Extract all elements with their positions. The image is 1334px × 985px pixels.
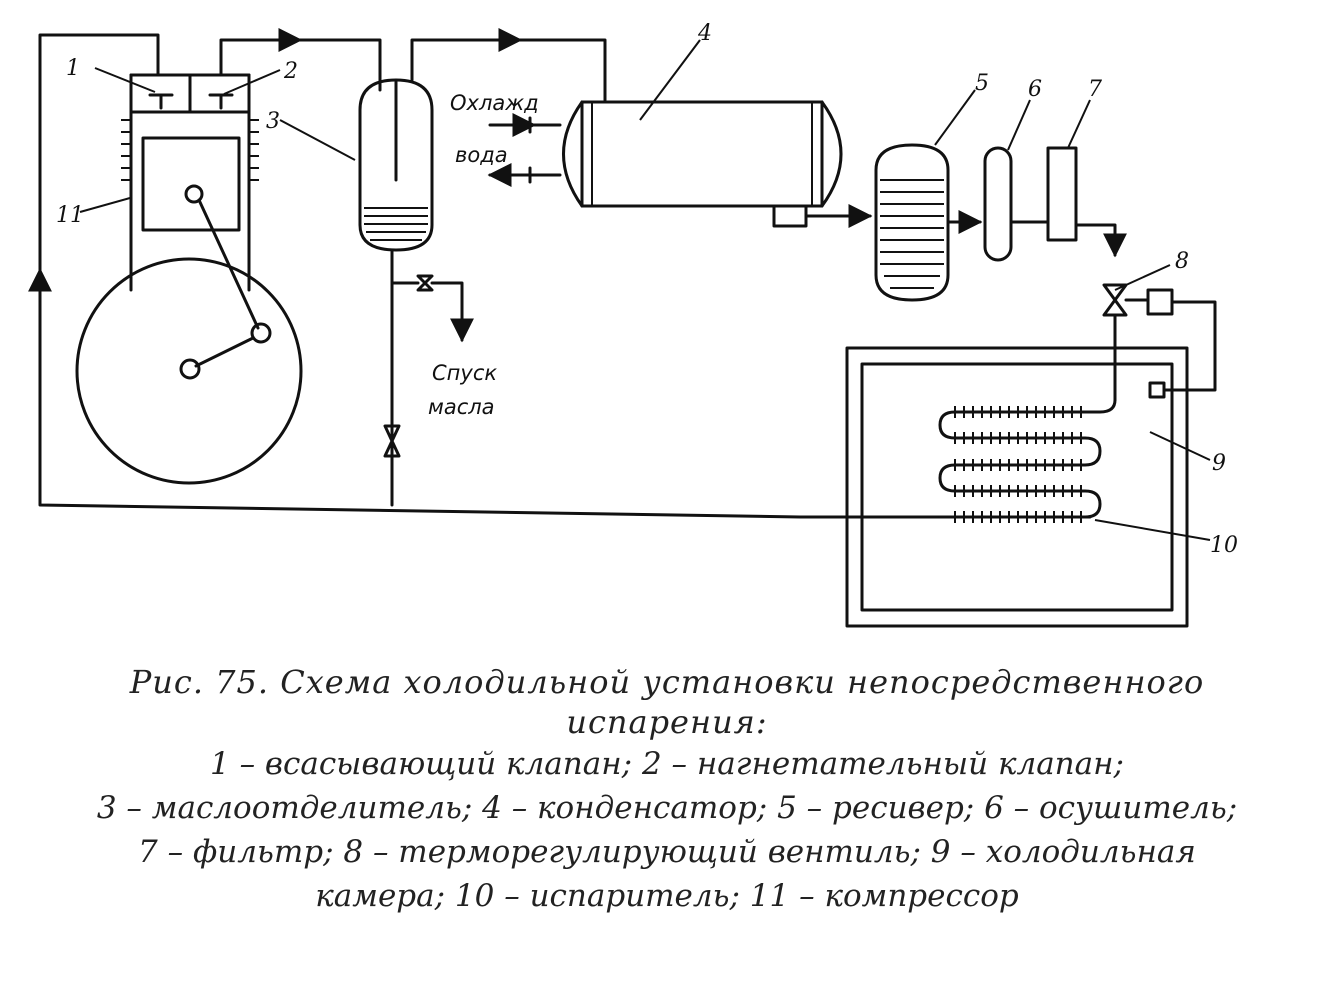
oil-drain-label-2: масла <box>428 395 495 419</box>
caption-legend-line-1: 1 – всасывающий клапан; 2 – нагнетательн… <box>210 746 1124 782</box>
oil-drain-label-1: Спуск <box>432 361 497 385</box>
label-3: 3 <box>266 109 280 134</box>
cooling-water-label-1: Охлажд <box>450 91 539 115</box>
figure-caption: Рис. 75. Схема холодильной установки неп… <box>20 662 1314 918</box>
cooling-water-label-2: вода <box>455 143 508 167</box>
label-5: 5 <box>975 71 989 96</box>
oil-separator <box>358 78 434 252</box>
caption-title-line-2: испарения: <box>566 703 768 741</box>
label-2: 2 <box>283 59 298 84</box>
compressor <box>75 73 303 485</box>
caption-legend-line-3: 7 – фильтр; 8 – терморегулирующий вентил… <box>138 834 1196 870</box>
filter <box>1046 146 1078 242</box>
caption-title-line-1: Рис. 75. Схема холодильной установки неп… <box>129 663 1205 701</box>
receiver <box>874 143 950 302</box>
label-4: 4 <box>697 21 712 46</box>
discharge-line <box>219 38 382 92</box>
label-11: 11 <box>56 203 84 228</box>
dryer <box>983 146 1013 262</box>
label-7: 7 <box>1088 77 1102 102</box>
label-6: 6 <box>1028 77 1042 102</box>
caption-legend-line-2: 3 – маслоотделитель; 4 – конденсатор; 5 … <box>96 790 1238 826</box>
label-1: 1 <box>66 56 80 81</box>
expansion-valve <box>1102 283 1217 399</box>
caption-legend-line-4: камера; 10 – испаритель; 11 – компрессор <box>315 878 1019 914</box>
leaders <box>79 39 1211 541</box>
label-8: 8 <box>1175 249 1189 274</box>
refrigeration-diagram: 1 2 3 4 5 6 7 8 9 10 11 Охлажд вода Спус… <box>28 21 1238 628</box>
label-9: 9 <box>1212 451 1226 476</box>
cold-chamber <box>845 346 1189 628</box>
condenser <box>562 100 843 228</box>
label-10: 10 <box>1210 533 1238 558</box>
evaporator <box>938 398 1117 523</box>
